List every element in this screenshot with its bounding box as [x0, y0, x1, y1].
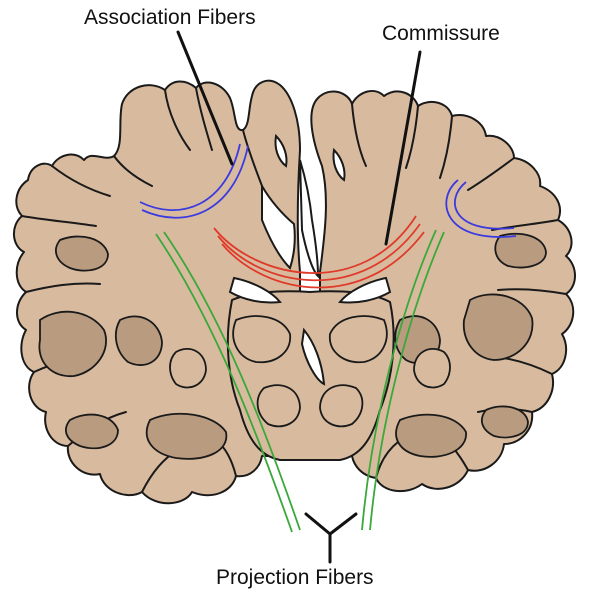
projection-leader-line	[306, 514, 356, 562]
association-fibers-label: Association Fibers	[84, 6, 256, 30]
projection-fibers-label: Projection Fibers	[216, 566, 374, 590]
commissure-label: Commissure	[382, 22, 500, 46]
